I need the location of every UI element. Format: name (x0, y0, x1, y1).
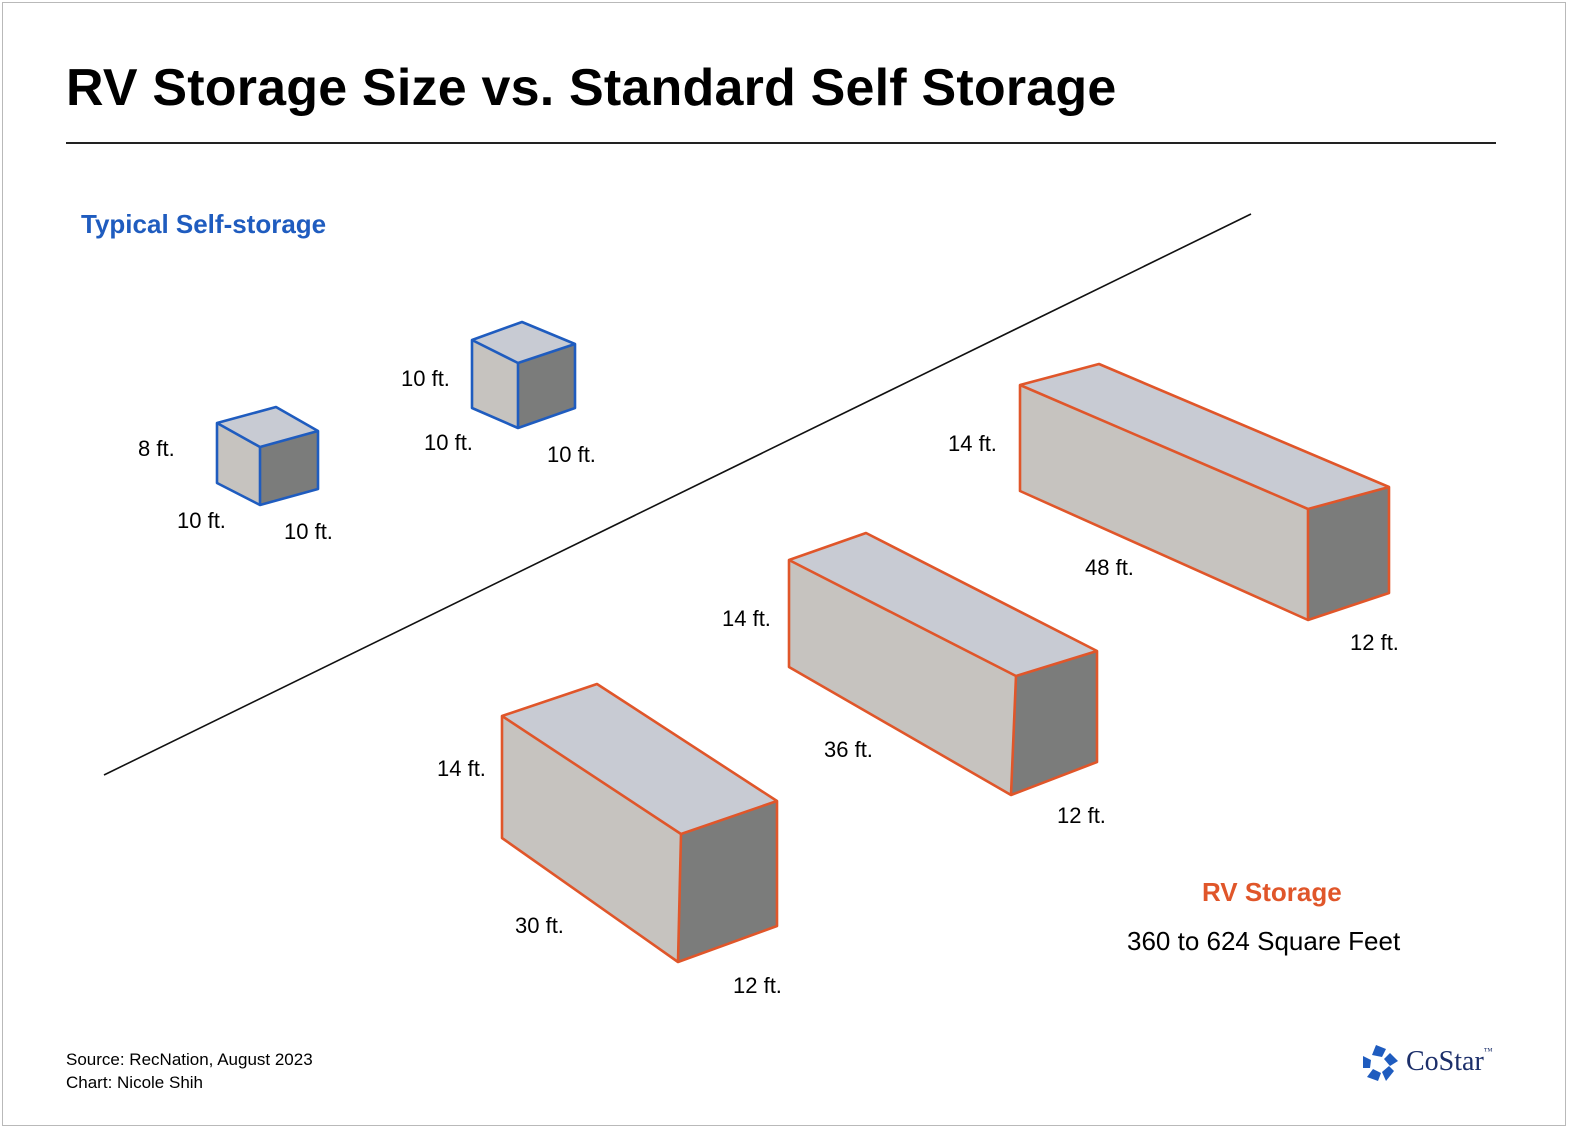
typical-self-storage-heading: Typical Self-storage (81, 209, 327, 239)
rv-36-length-label: 36 ft. (824, 737, 873, 762)
rv-square-feet-range: 360 to 624 Square Feet (1127, 926, 1401, 956)
costar-logo-name: CoStar (1406, 1046, 1484, 1077)
unit-1-depth-label: 10 ft. (284, 519, 333, 544)
rv-48-height-label: 14 ft. (948, 431, 997, 456)
unit-1-width-label: 10 ft. (177, 508, 226, 533)
page-title: RV Storage Size vs. Standard Self Storag… (66, 59, 1117, 117)
rv-36-height-label: 14 ft. (722, 606, 771, 631)
costar-logo-tm: ™ (1483, 1046, 1493, 1056)
source-note: Source: RecNation, August 2023 (66, 1050, 313, 1069)
unit-2-width-label: 10 ft. (424, 430, 473, 455)
chart-credit: Chart: Nicole Shih (66, 1073, 204, 1092)
rv-30-length-label: 30 ft. (515, 913, 564, 938)
divider-line (103, 213, 1252, 776)
costar-logo-text: CoStar™ (1406, 1046, 1493, 1078)
self-storage-unit-1 (215, 405, 320, 507)
rv-storage-unit-36ft (787, 531, 1099, 797)
rv-48-width-label: 12 ft. (1350, 630, 1399, 655)
rv-storage-heading: RV Storage (1202, 877, 1342, 907)
rv-36-width-label: 12 ft. (1057, 803, 1106, 828)
rv-storage-unit-30ft (500, 682, 779, 964)
rv-30-width-label: 12 ft. (733, 973, 782, 998)
unit-1-height-label: 8 ft. (138, 436, 175, 461)
unit-2-depth-label: 10 ft. (547, 442, 596, 467)
title-rule (66, 142, 1496, 144)
rv-30-height-label: 14 ft. (437, 756, 486, 781)
rv-storage-unit-48ft (1018, 362, 1391, 622)
unit-2-height-label: 10 ft. (401, 366, 450, 391)
self-storage-unit-2 (470, 320, 577, 430)
rv-48-length-label: 48 ft. (1085, 555, 1134, 580)
costar-star-icon (1363, 1045, 1398, 1081)
